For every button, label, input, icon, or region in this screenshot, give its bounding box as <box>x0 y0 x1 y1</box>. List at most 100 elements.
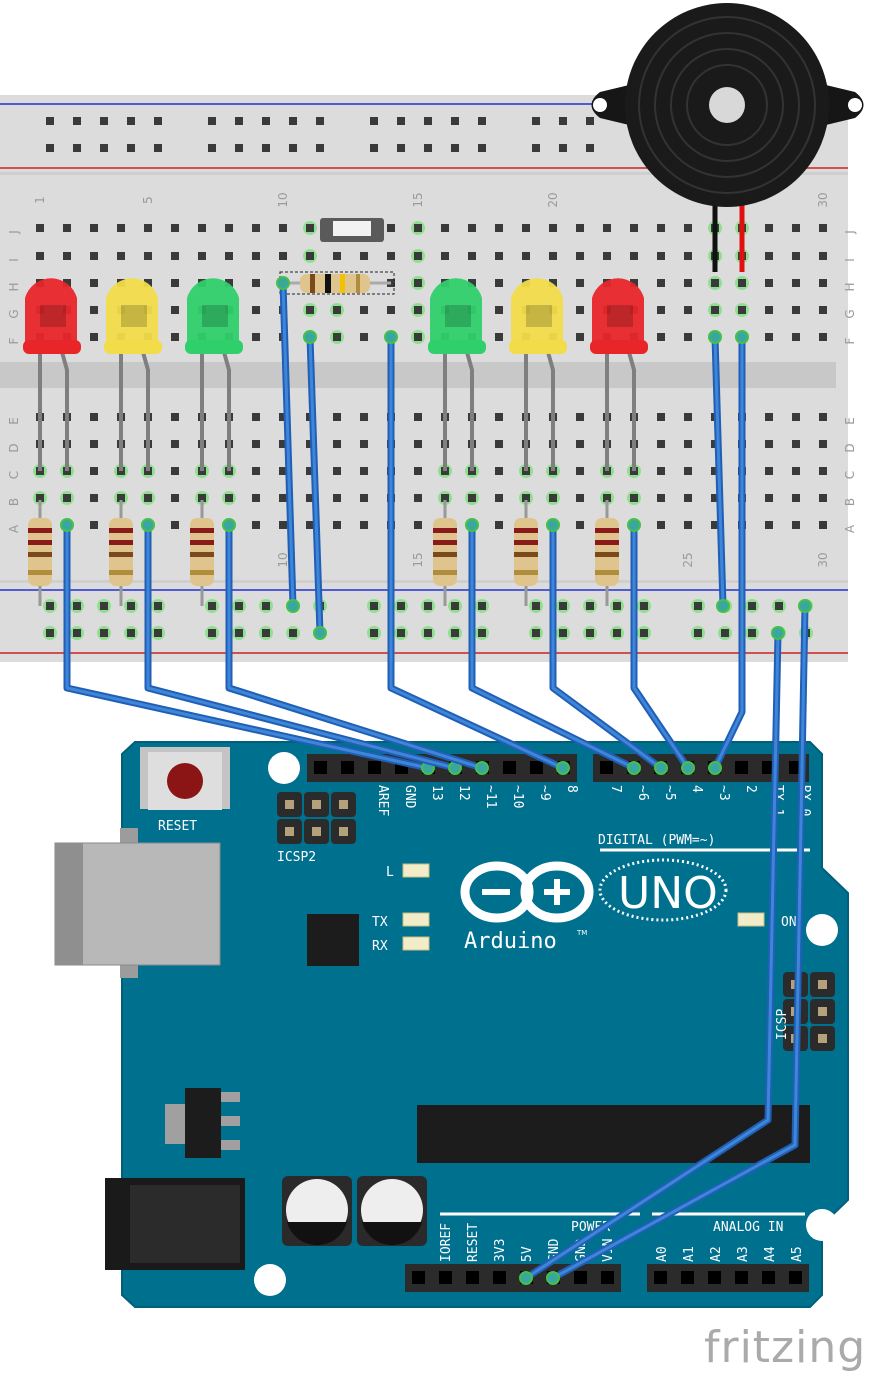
jumper-wire[interactable] <box>384 330 570 775</box>
breadboard-hole[interactable] <box>225 494 233 502</box>
breadboard-hole[interactable] <box>73 144 81 152</box>
breadboard-hole[interactable] <box>306 440 314 448</box>
breadboard-hole[interactable] <box>360 494 368 502</box>
breadboard-hole[interactable] <box>414 494 422 502</box>
breadboard-hole[interactable] <box>532 602 540 610</box>
breadboard-hole[interactable] <box>549 494 557 502</box>
breadboard-hole[interactable] <box>576 467 584 475</box>
breadboard-hole[interactable] <box>819 279 827 287</box>
jumper-wire[interactable] <box>708 330 730 613</box>
breadboard-hole[interactable] <box>738 306 746 314</box>
breadboard-hole[interactable] <box>100 144 108 152</box>
breadboard-hole[interactable] <box>559 602 567 610</box>
breadboard-hole[interactable] <box>748 602 756 610</box>
header-pin[interactable] <box>762 1271 775 1284</box>
breadboard-hole[interactable] <box>387 252 395 260</box>
breadboard-hole[interactable] <box>360 252 368 260</box>
breadboard-hole[interactable] <box>684 467 692 475</box>
breadboard-hole[interactable] <box>559 629 567 637</box>
breadboard-hole[interactable] <box>765 521 773 529</box>
breadboard-hole[interactable] <box>657 467 665 475</box>
breadboard-hole[interactable] <box>360 467 368 475</box>
breadboard-hole[interactable] <box>748 629 756 637</box>
jumper-wire[interactable] <box>546 599 812 1285</box>
breadboard-hole[interactable] <box>333 521 341 529</box>
breadboard-hole[interactable] <box>208 629 216 637</box>
breadboard-hole[interactable] <box>495 224 503 232</box>
jumper-wire[interactable] <box>627 518 695 775</box>
reset-button[interactable] <box>140 747 230 810</box>
jumper-wire[interactable] <box>519 626 785 1285</box>
breadboard-hole[interactable] <box>63 494 71 502</box>
breadboard-hole[interactable] <box>370 117 378 125</box>
breadboard-hole[interactable] <box>252 224 260 232</box>
breadboard-hole[interactable] <box>235 144 243 152</box>
breadboard-hole[interactable] <box>117 494 125 502</box>
breadboard-hole[interactable] <box>576 333 584 341</box>
breadboard-hole[interactable] <box>819 224 827 232</box>
breadboard-hole[interactable] <box>414 279 422 287</box>
breadboard-hole[interactable] <box>775 602 783 610</box>
breadboard-hole[interactable] <box>532 117 540 125</box>
breadboard-hole[interactable] <box>711 279 719 287</box>
breadboard-hole[interactable] <box>279 467 287 475</box>
jumper-wire[interactable] <box>222 518 489 775</box>
header-pin[interactable] <box>574 1271 587 1284</box>
breadboard-hole[interactable] <box>127 629 135 637</box>
breadboard-hole[interactable] <box>252 306 260 314</box>
breadboard-hole[interactable] <box>657 521 665 529</box>
breadboard-hole[interactable] <box>495 306 503 314</box>
breadboard-hole[interactable] <box>603 494 611 502</box>
breadboard-hole[interactable] <box>198 494 206 502</box>
breadboard-hole[interactable] <box>316 117 324 125</box>
breadboard-hole[interactable] <box>36 224 44 232</box>
breadboard-hole[interactable] <box>279 494 287 502</box>
breadboard-hole[interactable] <box>630 252 638 260</box>
breadboard-hole[interactable] <box>495 467 503 475</box>
breadboard-hole[interactable] <box>684 521 692 529</box>
breadboard-hole[interactable] <box>468 224 476 232</box>
breadboard-hole[interactable] <box>117 224 125 232</box>
breadboard-hole[interactable] <box>819 306 827 314</box>
breadboard-hole[interactable] <box>684 333 692 341</box>
breadboard-hole[interactable] <box>333 440 341 448</box>
breadboard-hole[interactable] <box>478 602 486 610</box>
breadboard-hole[interactable] <box>171 224 179 232</box>
breadboard-hole[interactable] <box>522 252 530 260</box>
breadboard-hole[interactable] <box>90 252 98 260</box>
breadboard-hole[interactable] <box>252 413 260 421</box>
breadboard-hole[interactable] <box>451 144 459 152</box>
breadboard-hole[interactable] <box>576 494 584 502</box>
breadboard-hole[interactable] <box>397 144 405 152</box>
breadboard-hole[interactable] <box>333 413 341 421</box>
breadboard-hole[interactable] <box>765 279 773 287</box>
breadboard-hole[interactable] <box>549 279 557 287</box>
breadboard-hole[interactable] <box>711 494 719 502</box>
breadboard-hole[interactable] <box>100 117 108 125</box>
breadboard-hole[interactable] <box>468 252 476 260</box>
jumper-wire[interactable] <box>276 276 300 613</box>
breadboard-hole[interactable] <box>441 494 449 502</box>
breadboard-hole[interactable] <box>289 144 297 152</box>
breadboard-hole[interactable] <box>819 521 827 529</box>
breadboard-hole[interactable] <box>819 467 827 475</box>
header-pin[interactable] <box>503 761 516 774</box>
breadboard-hole[interactable] <box>613 602 621 610</box>
breadboard-hole[interactable] <box>252 467 260 475</box>
breadboard-hole[interactable] <box>171 521 179 529</box>
breadboard-hole[interactable] <box>333 467 341 475</box>
breadboard-hole[interactable] <box>252 252 260 260</box>
breadboard-hole[interactable] <box>792 279 800 287</box>
breadboard-hole[interactable] <box>63 224 71 232</box>
breadboard-hole[interactable] <box>441 252 449 260</box>
breadboard-hole[interactable] <box>792 224 800 232</box>
breadboard-hole[interactable] <box>171 306 179 314</box>
breadboard-hole[interactable] <box>306 521 314 529</box>
breadboard-hole[interactable] <box>154 629 162 637</box>
breadboard-hole[interactable] <box>144 224 152 232</box>
breadboard-hole[interactable] <box>279 413 287 421</box>
breadboard-hole[interactable] <box>279 440 287 448</box>
breadboard-hole[interactable] <box>154 144 162 152</box>
breadboard-hole[interactable] <box>576 252 584 260</box>
breadboard-hole[interactable] <box>657 252 665 260</box>
